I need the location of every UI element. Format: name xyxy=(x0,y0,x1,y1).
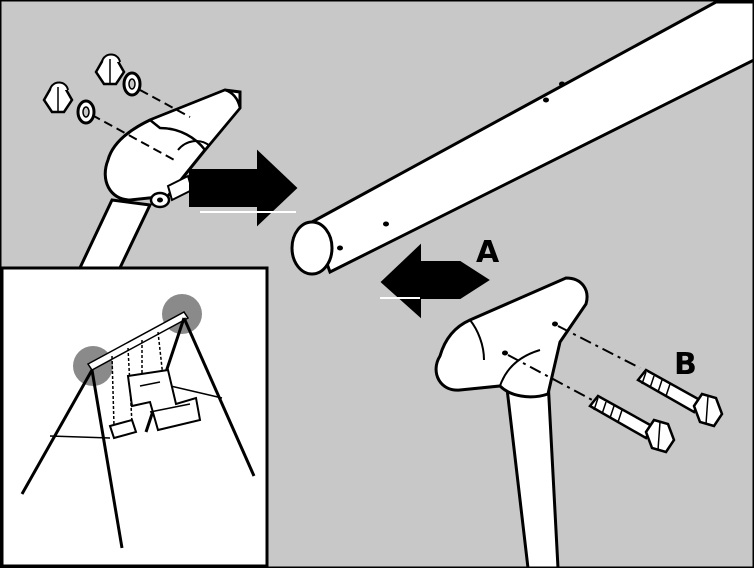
label-a: A xyxy=(476,235,500,270)
left-bracket-saddle xyxy=(147,88,242,153)
inset-brace xyxy=(49,435,111,439)
inset-glider-detail xyxy=(139,381,191,413)
washer-icon xyxy=(122,71,142,97)
direction-arrow-icon xyxy=(189,149,298,227)
inset-frame xyxy=(0,266,269,568)
hex-bolt-icon xyxy=(636,368,724,428)
bracket-hole xyxy=(552,321,558,327)
right-bracket-assembly xyxy=(434,276,589,568)
tube-hole xyxy=(383,221,389,227)
inset-chain xyxy=(127,347,133,425)
tube-hole xyxy=(337,245,343,251)
bracket-nut-hole xyxy=(157,197,163,203)
inset-chain xyxy=(111,355,115,427)
left-bracket-detail xyxy=(177,140,211,151)
direction-arrow-icon xyxy=(380,243,490,319)
inset-top-beam xyxy=(86,311,190,371)
inset-swing-seat xyxy=(108,418,138,440)
tube-hole xyxy=(543,97,549,103)
inset-leg xyxy=(20,369,94,495)
tube-hole xyxy=(559,81,565,87)
fastener-guide-line xyxy=(139,89,191,118)
label-b: B xyxy=(674,347,697,382)
right-bracket-body xyxy=(434,276,589,399)
overview-inset xyxy=(0,266,269,568)
washer-icon xyxy=(76,99,96,125)
bolt-guide-line xyxy=(507,354,597,403)
inset-leg xyxy=(90,369,124,549)
right-bracket-detail xyxy=(499,349,541,387)
bolt-guide-line xyxy=(557,325,641,369)
cap-nut-icon xyxy=(42,81,74,114)
bracket-hole xyxy=(502,350,508,356)
hex-bolt-icon xyxy=(588,394,676,454)
top-beam-tube xyxy=(290,0,754,276)
cap-nut-icon xyxy=(94,53,126,86)
fastener-guide-line xyxy=(91,114,179,163)
right-bracket-detail xyxy=(469,319,485,361)
tube-end-opening xyxy=(290,220,334,276)
